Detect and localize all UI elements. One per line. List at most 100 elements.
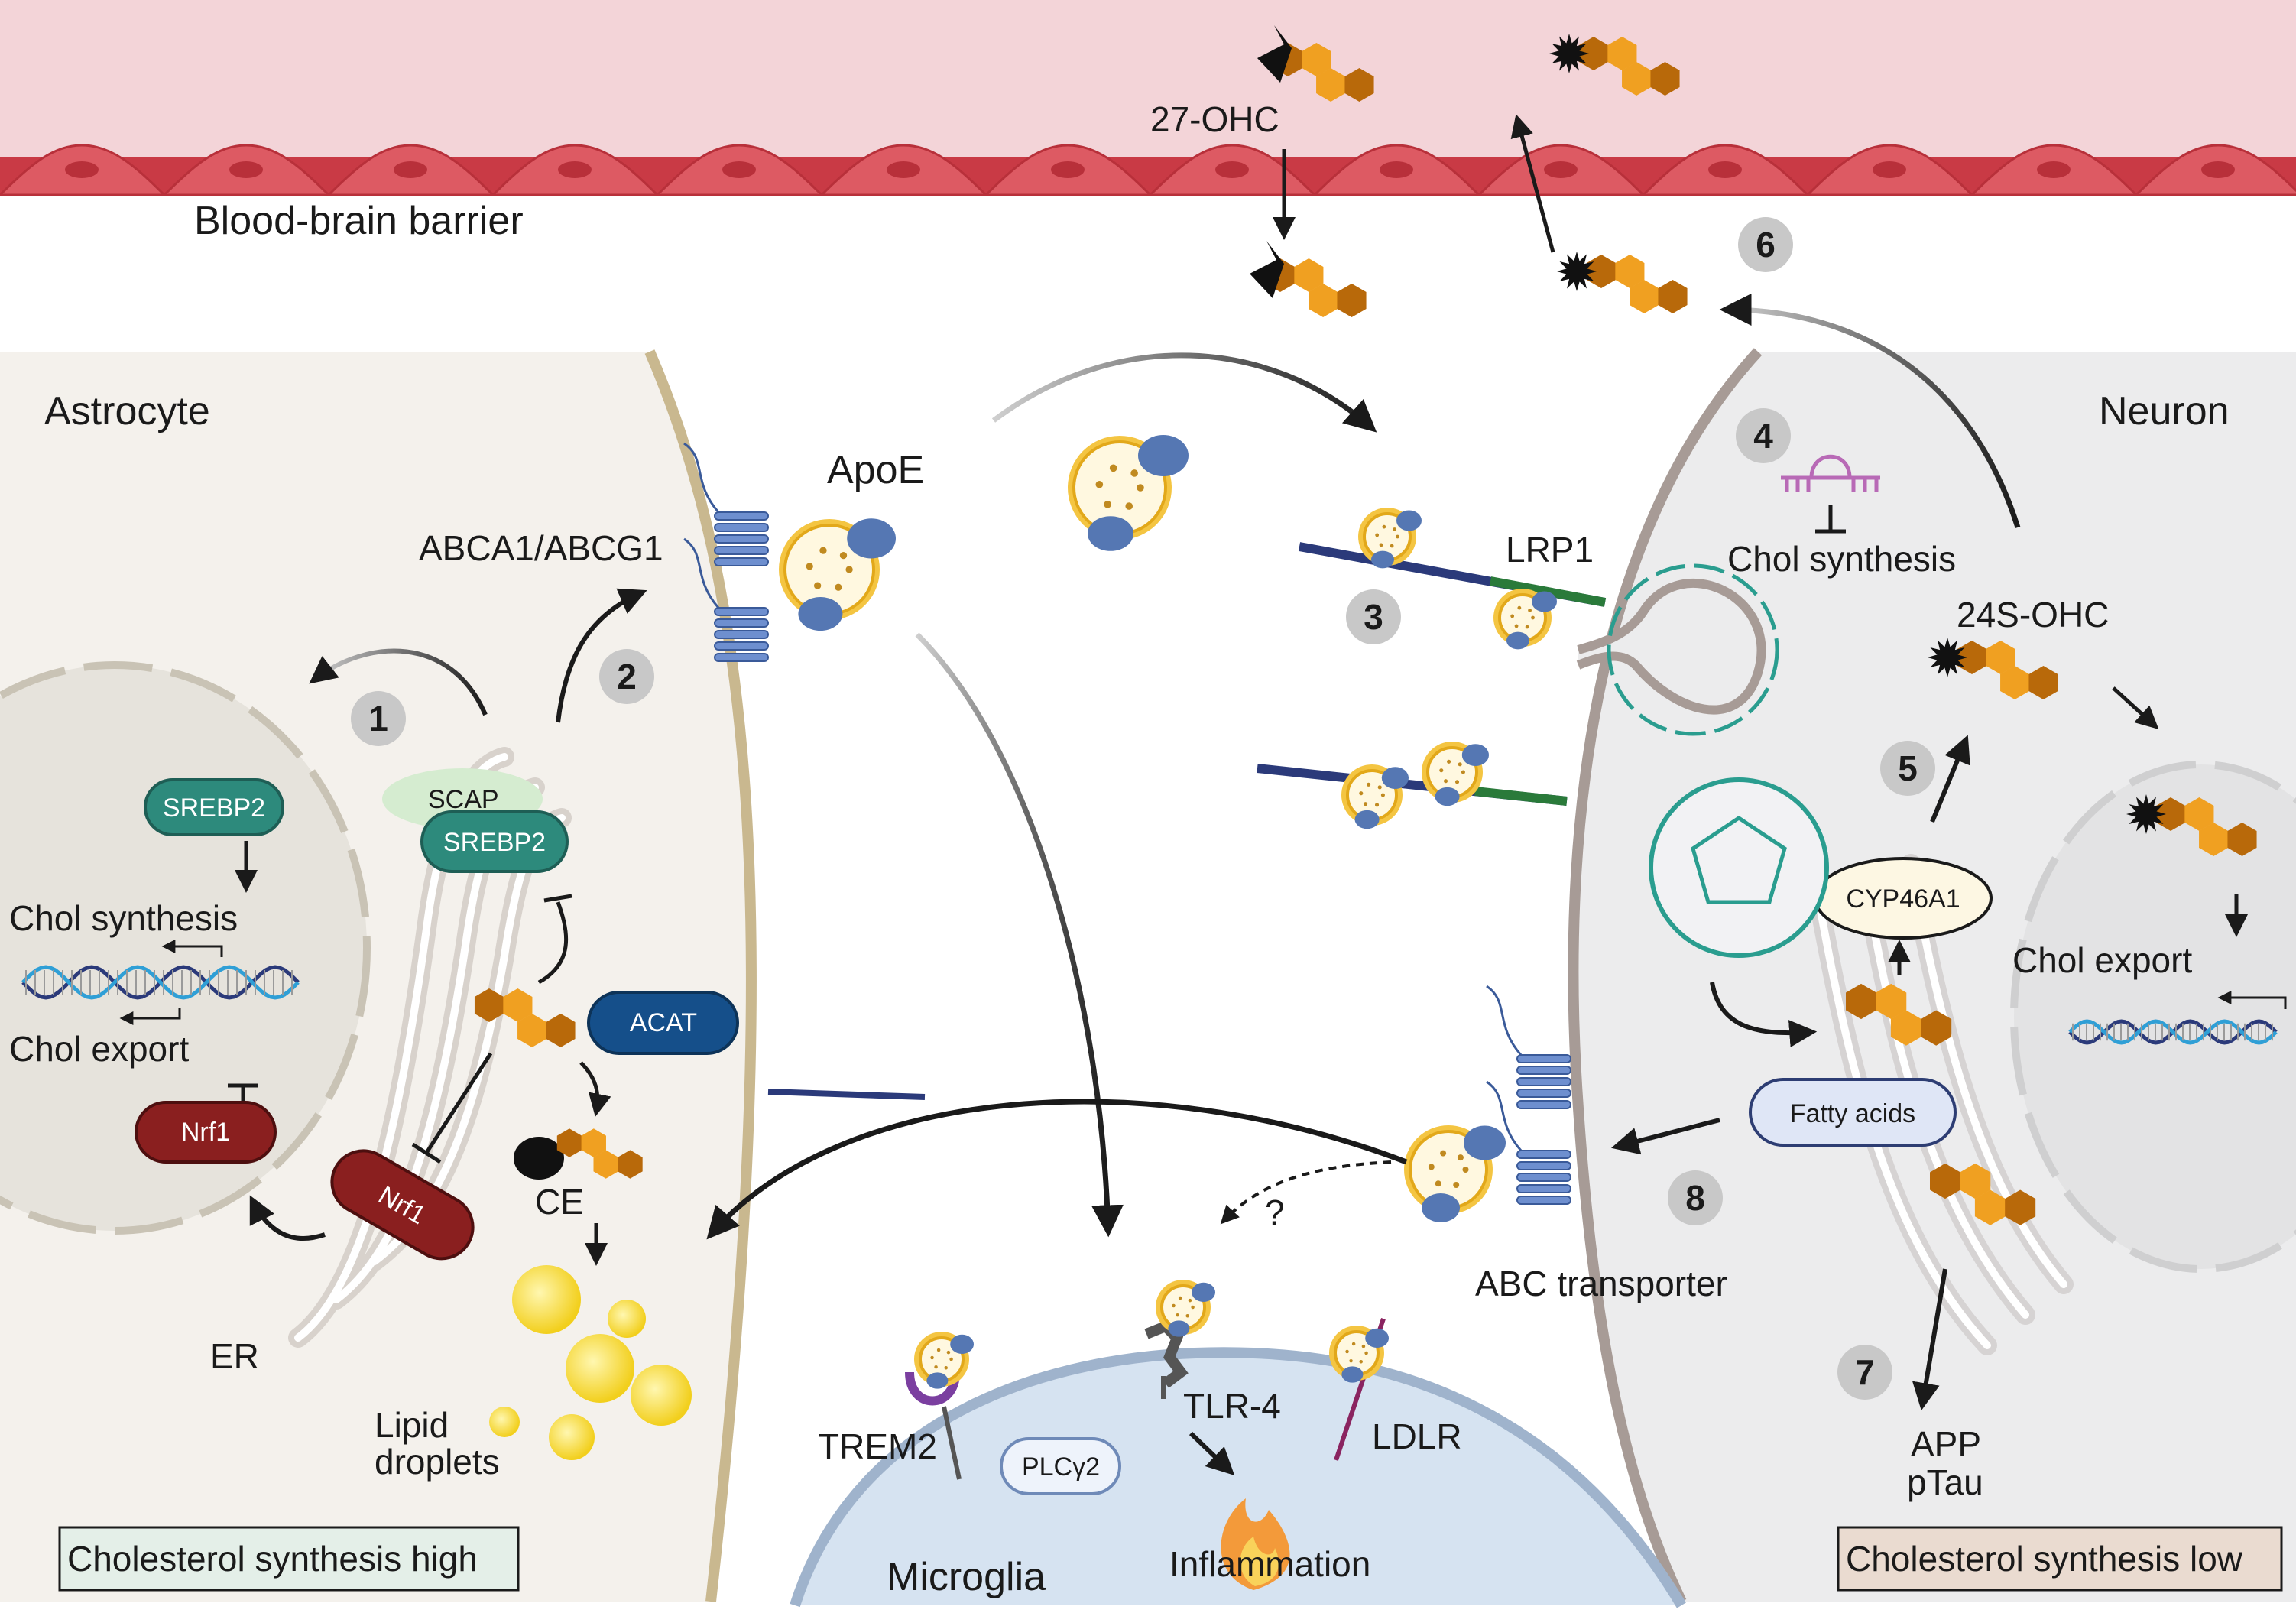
endothelial-nucleus	[1380, 161, 1413, 178]
apoe-lipoproteins	[779, 435, 1557, 1389]
transcription-arrow-icon	[161, 940, 223, 957]
step-badge	[1837, 1345, 1892, 1400]
endothelial-nucleus	[722, 161, 756, 178]
step5-arrow	[1930, 735, 1970, 823]
lrp1-receptor	[1298, 542, 1607, 607]
bbb-label: Blood-brain barrier	[194, 199, 524, 243]
apoe-lipoprotein-icon	[1493, 589, 1557, 650]
inflammation-label: Inflammation	[1169, 1544, 1370, 1584]
astro-chol-synthesis-label: Chol synthesis	[9, 898, 238, 938]
cholesterol-molecule-icon	[1257, 25, 1374, 102]
ptau-label: pTau	[1907, 1462, 1983, 1502]
astro-status-label: Cholesterol synthesis high	[67, 1539, 478, 1579]
endothelial-nucleus	[1215, 161, 1249, 178]
neuron-label: Neuron	[2099, 389, 2230, 433]
neuron-membrane	[1568, 348, 1763, 1605]
clathrin-vesicle	[1649, 777, 1829, 958]
cholesterol-molecule-icon	[1845, 983, 1952, 1046]
neuron-chol-export-label: Chol export	[2012, 940, 2192, 980]
abca1-transporter-icon	[683, 442, 769, 662]
lipid-droplet	[566, 1334, 634, 1403]
step-badge	[1880, 741, 1935, 796]
step7-arrow	[1912, 1268, 1947, 1411]
cholesterol-molecule-icon	[474, 988, 576, 1047]
lipid-droplet	[512, 1265, 581, 1334]
endothelial-nucleus	[394, 161, 427, 178]
clathrin-pit	[1576, 563, 1779, 736]
apoe-to-neuron-arrow	[991, 352, 1377, 433]
astrocyte-cell: Astrocyte ER SREBP2 Chol synthesis Chol …	[0, 349, 769, 1602]
er-label: ER	[210, 1336, 259, 1376]
fatty-acids-label: Fatty acids	[1790, 1099, 1915, 1128]
cholesterol-molecule-icon	[2126, 794, 2257, 856]
blood-brain-barrier: Blood-brain barrier	[0, 0, 2296, 243]
endothelial-nucleus	[65, 161, 99, 178]
step-number: 7	[1855, 1352, 1875, 1392]
chol-nrf1-inhibition-line	[424, 1052, 493, 1154]
neuron-cell: Neuron Chol synthesis 24S-OHC CYP46A1	[1475, 348, 2296, 1605]
ohc27-label: 27-OHC	[1150, 99, 1279, 139]
tlr4-receptor-icon	[1144, 1319, 1189, 1388]
cholesterol-molecule-icon	[1549, 34, 1680, 96]
apoe-label: ApoE	[827, 448, 924, 492]
endothelial-cells	[0, 144, 2296, 196]
cholesterol-molecule-icon	[1557, 252, 1688, 313]
apoe-lipoprotein-icon	[779, 518, 896, 631]
apoe-lipoprotein-icon	[914, 1332, 974, 1389]
blood-vessel-lumen	[0, 0, 2296, 183]
microglia-membrane	[790, 1347, 1687, 1608]
apoe-lipoprotein-icon	[1422, 742, 1489, 806]
microrna-icon	[1781, 454, 1880, 492]
vesicle-to-chol-arrow	[1710, 982, 1818, 1048]
apoe-to-microglia-arrow	[915, 632, 1124, 1238]
lipid-droplets	[489, 1265, 692, 1460]
ldlr-family-receptor	[767, 1089, 926, 1100]
scap-label: SCAP	[428, 785, 499, 814]
endothelial-nucleus	[1708, 161, 1742, 178]
astro-status-box	[58, 1526, 520, 1592]
nrf1-er-pill: Nrf1	[330, 1149, 475, 1261]
lipid-droplet	[549, 1414, 595, 1460]
cholesterol-molecules	[474, 25, 2257, 1225]
oxysterol-group-icon	[1549, 34, 1589, 73]
ohc24-label: 24S-OHC	[1957, 595, 2109, 634]
step-badge	[1668, 1170, 1723, 1225]
step-badge	[1736, 408, 1791, 463]
oxysterol-group-icon	[1257, 25, 1292, 83]
abca1-abcg1-label: ABCA1/ABCG1	[419, 528, 663, 568]
chol-to-ce-arrow	[579, 1061, 611, 1117]
endothelial-nucleus	[1051, 161, 1085, 178]
step-number: 8	[1685, 1178, 1705, 1218]
srebp2-nucleus-pill	[144, 778, 284, 836]
apoe-lipoprotein-icon	[1404, 1125, 1506, 1222]
lipid-droplet	[489, 1407, 520, 1437]
tlr4-label: TLR-4	[1183, 1386, 1281, 1426]
abc-transporter-icon	[1486, 985, 1571, 1205]
plcg2-label: PLCγ2	[1022, 1452, 1100, 1482]
lipid-droplet	[631, 1365, 692, 1426]
endothelial-nucleus	[229, 161, 263, 178]
neuron-status-box	[1837, 1526, 2283, 1592]
endothelial-nucleus	[1544, 161, 1578, 178]
srebp2-inhibition-line	[537, 901, 569, 985]
srebp2-er-pill	[420, 810, 569, 873]
oxysterol-group-icon	[1928, 638, 1967, 677]
abc-transporter-label: ABC transporter	[1475, 1264, 1727, 1303]
step-number: 5	[1898, 748, 1918, 788]
ce-label: CE	[535, 1182, 584, 1222]
step-badge	[1738, 217, 1793, 272]
step-number: 2	[617, 657, 637, 696]
nrf1-nucleus-label: Nrf1	[181, 1118, 230, 1147]
astro-chol-export-label: Chol export	[9, 1029, 189, 1069]
cyp46a1-label: CYP46A1	[1846, 884, 1960, 914]
cholesterol-molecule-icon	[1250, 241, 1367, 317]
cholesterol-molecule-icon	[1928, 638, 2058, 699]
neuron-to-astrocyte-arrow	[706, 1099, 1408, 1240]
step-badge	[351, 691, 406, 746]
ohc24-to-nucleus-arrow	[2112, 686, 2159, 730]
astrocyte-membrane	[644, 349, 757, 1602]
step-number: 3	[1364, 597, 1383, 637]
microglia-label: Microglia	[887, 1555, 1046, 1599]
uncertain-pathway-arrow	[1220, 1160, 1392, 1225]
